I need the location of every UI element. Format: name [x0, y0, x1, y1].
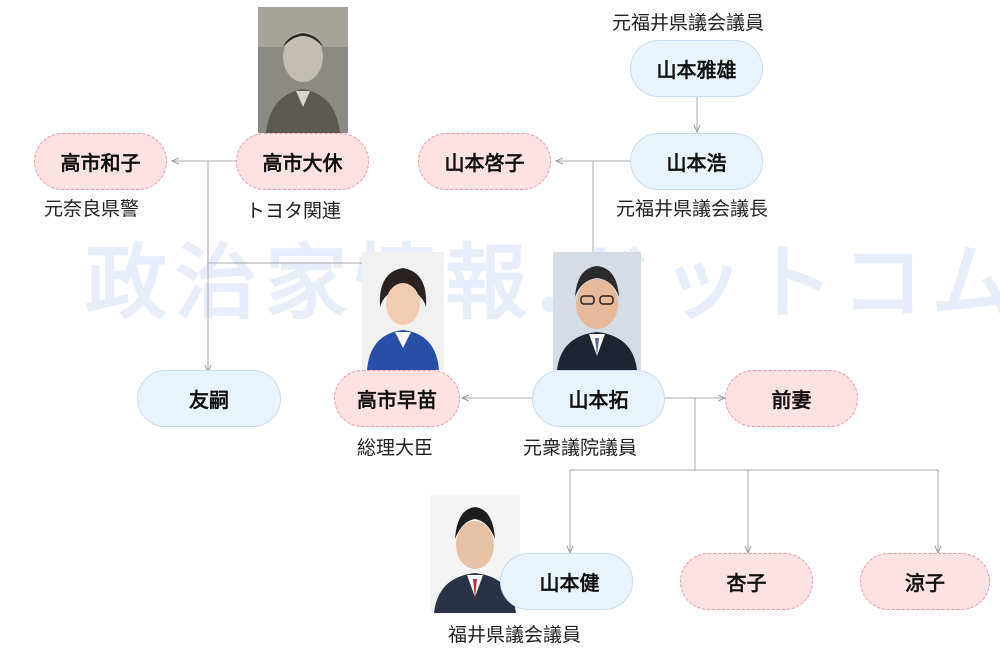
node-takaichi-kazuko: 高市和子	[34, 133, 167, 190]
name-yamamoto-taku: 山本拓	[568, 388, 629, 412]
caption-takaichi-daikyu: トヨタ関連	[246, 200, 342, 222]
caption-yamamoto-masao: 元福井県議会議員	[612, 12, 765, 34]
name-yamamoto-keiko: 山本啓子	[444, 151, 525, 175]
name-former-wife: 前妻	[771, 388, 812, 412]
name-takaichi-kazuko: 高市和子	[60, 151, 141, 175]
node-yamamoto-hiroshi: 山本浩	[630, 133, 763, 190]
name-yamamoto-masao: 山本雅雄	[656, 58, 737, 82]
name-kyoko: 杏子	[726, 571, 767, 595]
node-ryoko: 涼子	[860, 553, 990, 610]
caption-yamamoto-ken: 福井県議会議員	[448, 624, 582, 646]
name-ryoko: 涼子	[905, 571, 945, 595]
photo-yamamoto-taku	[553, 252, 641, 370]
name-yamamoto-hiroshi: 山本浩	[666, 151, 727, 175]
node-takaichi-daikyu: 高市大休	[236, 133, 369, 190]
node-kyoko: 杏子	[680, 553, 813, 610]
photo-takaichi-sanae	[362, 252, 444, 370]
node-yamamoto-taku: 山本拓	[532, 370, 665, 427]
name-takaichi-daikyu: 高市大休	[262, 151, 343, 175]
photo-takaichi-daikyu	[258, 7, 348, 133]
name-tomotsugu: 友嗣	[189, 388, 229, 412]
node-takaichi-sanae: 高市早苗	[334, 370, 460, 427]
node-yamamoto-ken: 山本健	[500, 553, 633, 610]
caption-takaichi-sanae: 総理大臣	[357, 437, 434, 459]
node-yamamoto-keiko: 山本啓子	[418, 133, 551, 190]
name-yamamoto-ken: 山本健	[539, 571, 600, 595]
name-takaichi-sanae: 高市早苗	[357, 388, 437, 412]
caption-yamamoto-hiroshi: 元福井県議会議長	[616, 198, 769, 220]
caption-yamamoto-taku: 元衆議院議員	[523, 437, 638, 459]
node-former-wife: 前妻	[725, 370, 858, 427]
node-tomotsugu: 友嗣	[137, 370, 281, 427]
watermark: 政治家情報.ドットコム	[85, 235, 1000, 331]
node-yamamoto-masao: 山本雅雄	[630, 40, 763, 97]
caption-takaichi-kazuko: 元奈良県警	[44, 198, 140, 220]
